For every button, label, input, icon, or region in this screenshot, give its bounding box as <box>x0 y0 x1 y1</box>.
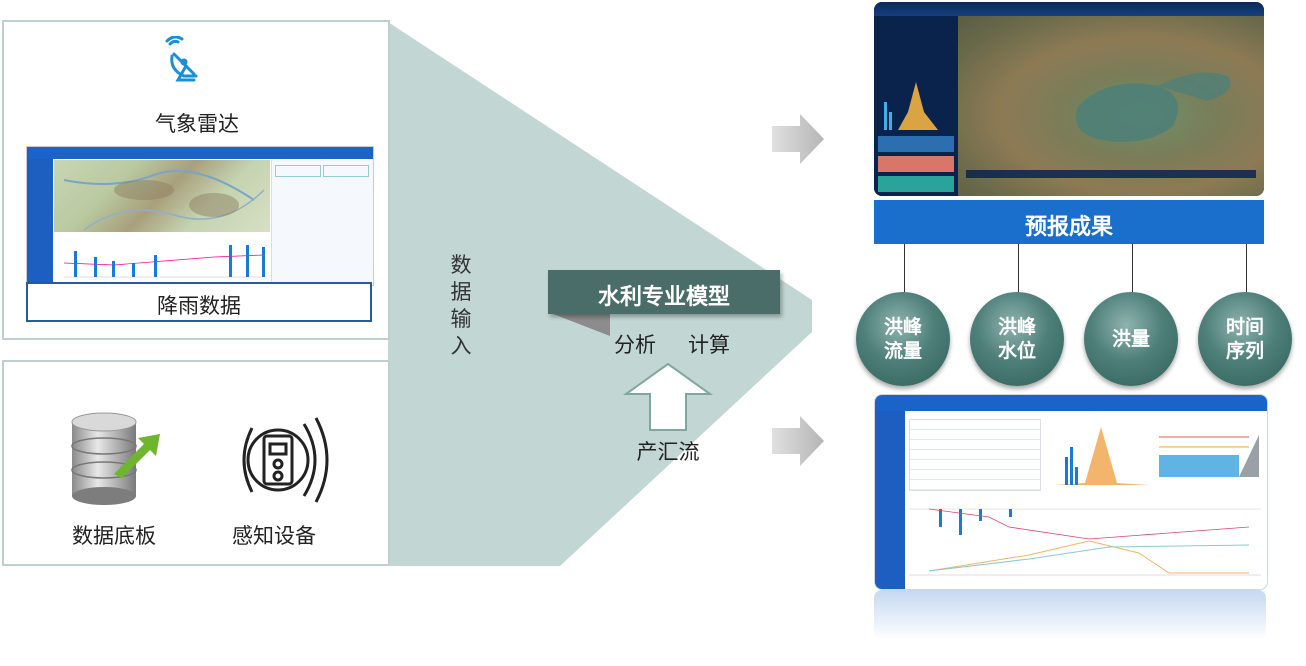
timeline-bar <box>966 170 1256 178</box>
result-peak-flow: 洪峰 流量 <box>856 292 950 386</box>
forecast-sidebar <box>875 411 905 589</box>
thumb-info-card <box>275 165 321 177</box>
weather-radar-panel: 气象雷达 降雨数据 <box>2 20 390 340</box>
sensor-label: 感知设备 <box>232 524 316 548</box>
compute-label: 计算 <box>688 333 730 357</box>
data-foundation-panel: 数据底板 感知设备 <box>2 360 390 566</box>
connector-line <box>1132 244 1133 300</box>
up-arrow-icon <box>622 362 714 431</box>
reservoir-water <box>1076 72 1231 142</box>
data-input-char: 输 <box>450 307 472 331</box>
data-input-char: 入 <box>450 334 472 358</box>
result-flood-volume: 洪量 <box>1084 292 1178 386</box>
forecast-table <box>909 419 1041 491</box>
screenshot-reflection <box>874 590 1266 640</box>
thumb-header-bar <box>27 147 373 159</box>
data-input-label: 数 据 输 入 <box>448 252 474 360</box>
satellite-dish-icon <box>165 36 198 82</box>
platform-header <box>874 2 1264 16</box>
results-title: 预报成果 <box>1024 215 1113 240</box>
result-label: 洪峰 水位 <box>997 316 1036 362</box>
result-label: 洪峰 流量 <box>883 316 922 362</box>
thumb-info-card <box>323 165 369 177</box>
rain-data-label: 降雨数据 <box>157 294 241 318</box>
stat-card <box>878 136 954 152</box>
database-icon <box>71 412 160 505</box>
thumb-rain-chart <box>63 245 265 278</box>
rainfall-dashboard-thumbnail <box>26 146 374 286</box>
stat-card <box>878 176 954 192</box>
flood-forecast-screenshot <box>874 394 1268 590</box>
rain-data-box <box>26 282 372 322</box>
forecast-header <box>875 395 1267 411</box>
data-input-char: 据 <box>450 280 472 304</box>
forecast-bell-chart <box>1055 427 1149 485</box>
result-label: 时间 序列 <box>1225 316 1264 362</box>
sensor-device-icon <box>242 417 329 503</box>
data-input-char: 数 <box>450 253 472 277</box>
right-arrow-icon <box>772 416 824 466</box>
model-banner <box>548 270 780 314</box>
analyze-label: 分析 <box>614 333 656 357</box>
stats-area-chart <box>880 82 952 130</box>
reservoir-platform-screenshot <box>874 2 1264 196</box>
connector-line <box>1246 244 1247 300</box>
result-time-series: 时间 序列 <box>1198 292 1292 386</box>
stat-card <box>878 156 954 172</box>
forecast-timeseries-chart <box>909 508 1261 576</box>
connector-line <box>1018 244 1019 300</box>
right-arrow-icon <box>772 114 824 164</box>
database-label: 数据底板 <box>72 524 156 548</box>
runoff-label: 产汇流 <box>636 440 700 464</box>
results-bar <box>874 200 1264 244</box>
connector-line <box>904 244 905 300</box>
thumb-info-panel <box>271 160 373 284</box>
result-label: 洪量 <box>1111 328 1150 350</box>
banner-fold <box>548 312 610 336</box>
model-title: 水利专业模型 <box>597 285 730 310</box>
radar-label: 气象雷达 <box>155 112 239 136</box>
thumb-sidebar <box>27 159 53 285</box>
forecast-level-chart <box>1159 435 1259 477</box>
result-peak-level: 洪峰 水位 <box>970 292 1064 386</box>
thumb-map-river <box>63 169 265 231</box>
